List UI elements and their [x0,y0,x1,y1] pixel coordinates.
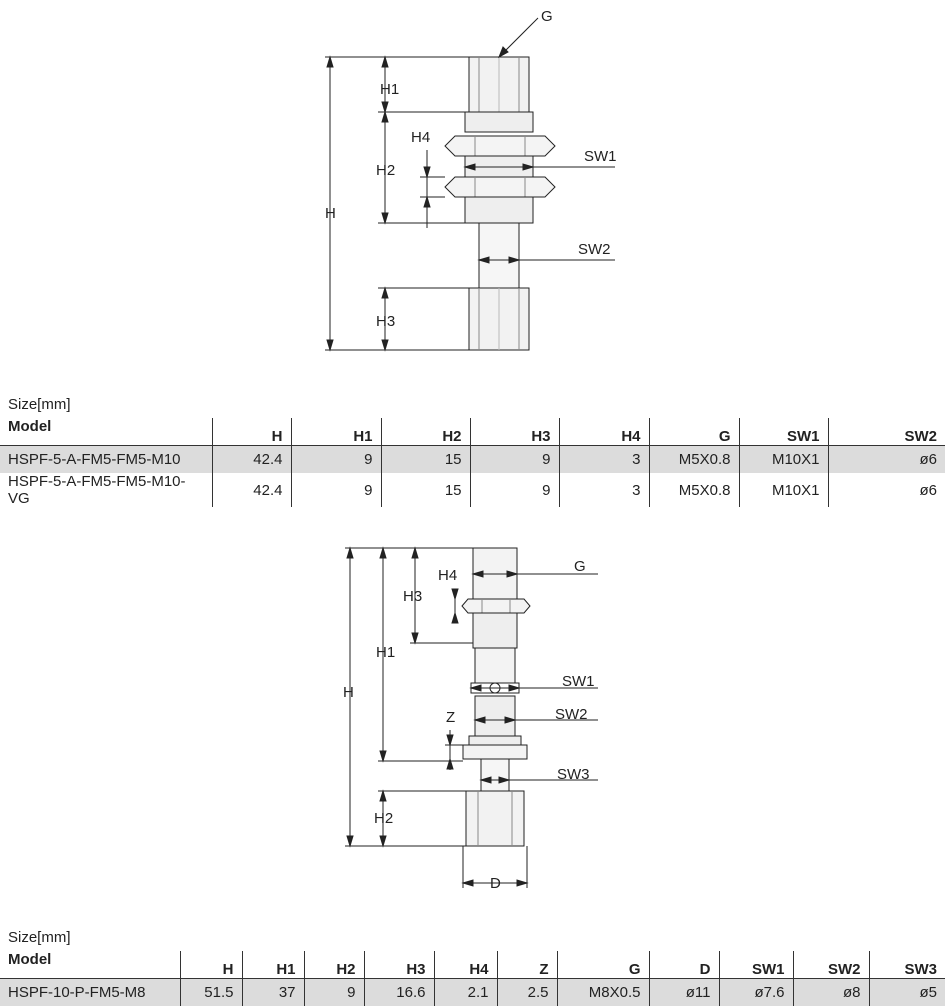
header-SW3: SW3 [869,951,945,979]
cell: ø6 [828,446,945,474]
cell: 2.1 [434,979,497,1006]
header-SW2: SW2 [793,951,869,979]
dim-label-SW1: SW1 [562,673,595,690]
cell: 9 [291,446,381,474]
dim-label-G: G [541,8,553,25]
bottom-size-label: Size[mm] [8,929,71,946]
header-SW1: SW1 [739,418,828,446]
dim-label-SW2: SW2 [578,241,611,258]
table-header-row: Model H H1 H2 H3 H4 G SW1 SW2 [0,418,945,446]
header-H1: H1 [242,951,304,979]
header-SW2: SW2 [828,418,945,446]
header-H2: H2 [304,951,364,979]
dim-label-SW1: SW1 [584,148,617,165]
cell: 9 [470,473,559,507]
cell-model: HSPF-5-A-FM5-FM5-M10 [0,446,212,474]
dim-label-G: G [574,558,586,575]
header-H: H [212,418,291,446]
dim-label-H3: H3 [376,313,395,330]
cell: 2.5 [497,979,557,1006]
header-model: Model [0,951,180,979]
cell: M10X1 [739,446,828,474]
cell: 9 [291,473,381,507]
cell: 9 [470,446,559,474]
cell: M10X1 [739,473,828,507]
dim-label-H3: H3 [403,588,422,605]
header-G: G [557,951,649,979]
cell: 51.5 [180,979,242,1006]
dim-label-H2: H2 [374,810,393,827]
dim-label-H: H [343,684,354,701]
dim-label-H4: H4 [438,567,457,584]
cell: 16.6 [364,979,434,1006]
bottom-spec-table: Model H H1 H2 H3 H4 Z G D SW1 SW2 SW3 HS… [0,951,945,1006]
dim-label-Z: Z [446,709,455,726]
dim-label-H1: H1 [380,81,399,98]
cell: 3 [559,473,649,507]
cell: 9 [304,979,364,1006]
dim-label-H1: H1 [376,644,395,661]
header-H: H [180,951,242,979]
dim-label-H4: H4 [411,129,430,146]
header-Z: Z [497,951,557,979]
table-header-row: Model H H1 H2 H3 H4 Z G D SW1 SW2 SW3 [0,951,945,979]
header-D: D [649,951,719,979]
header-H2: H2 [381,418,470,446]
cell: 42.4 [212,446,291,474]
cell: 42.4 [212,473,291,507]
header-H3: H3 [470,418,559,446]
cell: ø11 [649,979,719,1006]
cell: 3 [559,446,649,474]
header-SW1: SW1 [719,951,793,979]
cell: ø6 [828,473,945,507]
dim-label-D: D [490,875,501,892]
dim-label-SW2: SW2 [555,706,588,723]
top-technical-drawing: G H1 H4 H2 SW1 H SW2 H3 [0,0,945,370]
dim-label-H: H [325,205,336,222]
header-G: G [649,418,739,446]
dim-label-H2: H2 [376,162,395,179]
header-H4: H4 [559,418,649,446]
cell: 37 [242,979,304,1006]
cell: 15 [381,473,470,507]
header-H4: H4 [434,951,497,979]
cell: ø5 [869,979,945,1006]
table-row: HSPF-10-P-FM5-M8 51.5 37 9 16.6 2.1 2.5 … [0,979,945,1006]
header-model: Model [0,418,212,446]
dim-label-SW3: SW3 [557,766,590,783]
cell: M5X0.8 [649,446,739,474]
cell-model: HSPF-5-A-FM5-FM5-M10-VG [0,473,212,507]
top-spec-table: Model H H1 H2 H3 H4 G SW1 SW2 HSPF-5-A-F… [0,418,945,507]
cell: 15 [381,446,470,474]
table-row: HSPF-5-A-FM5-FM5-M10 42.4 9 15 9 3 M5X0.… [0,446,945,474]
header-H1: H1 [291,418,381,446]
cell: ø7.6 [719,979,793,1006]
cell-model: HSPF-10-P-FM5-M8 [0,979,180,1006]
table-row: HSPF-5-A-FM5-FM5-M10-VG 42.4 9 15 9 3 M5… [0,473,945,507]
cell: M8X0.5 [557,979,649,1006]
cell: ø8 [793,979,869,1006]
top-size-label: Size[mm] [8,396,71,413]
cell: M5X0.8 [649,473,739,507]
header-H3: H3 [364,951,434,979]
bottom-technical-drawing: G H4 H3 H1 SW1 H Z SW2 SW3 H2 D [0,540,945,895]
